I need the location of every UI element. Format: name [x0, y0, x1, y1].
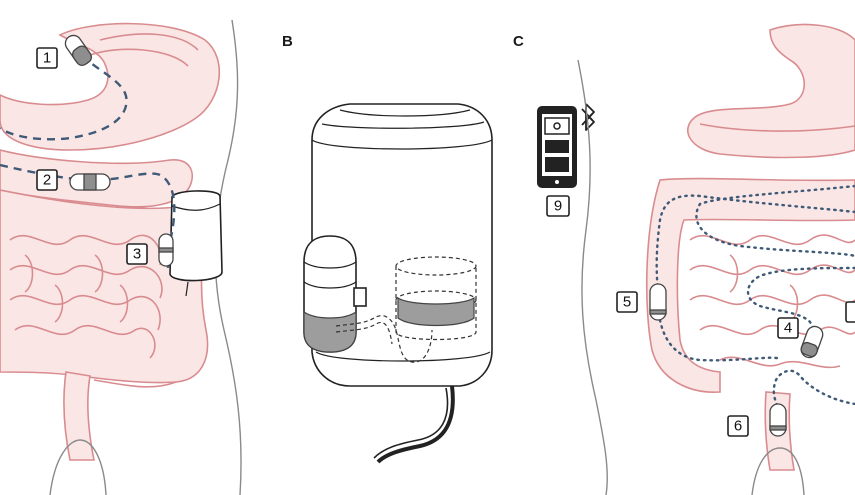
external-device-a	[169, 190, 223, 297]
capsule-1	[64, 34, 93, 66]
capsule-path-c-6	[658, 318, 855, 410]
panel-c: C 9	[513, 23, 855, 495]
reservoir	[395, 256, 477, 341]
svg-text:1: 1	[43, 50, 51, 67]
svg-text:4: 4	[784, 320, 792, 337]
rectum-a	[63, 371, 95, 461]
smartphone-icon	[537, 106, 577, 188]
small-intestine-a	[9, 234, 163, 359]
torso-outline-c	[577, 59, 608, 495]
exit-tube	[376, 385, 455, 464]
panel-letter-b: B	[282, 33, 293, 50]
label-3: 3	[126, 243, 148, 265]
label-2: 2	[36, 169, 58, 191]
svg-text:3: 3	[133, 246, 141, 263]
label-1: 1	[36, 47, 58, 69]
colon-c	[645, 177, 855, 393]
panel-letter-c: C	[513, 33, 524, 50]
svg-text:9: 9	[554, 198, 562, 215]
stomach-a	[0, 22, 221, 151]
bluetooth-icon	[581, 103, 595, 131]
panel-a: 1 2 3	[0, 19, 242, 495]
label-9: 9	[546, 195, 570, 217]
capsule-4	[800, 325, 824, 359]
svg-text:6: 6	[734, 418, 742, 435]
canister-lid	[311, 139, 493, 150]
capsule-path-c-4	[695, 184, 855, 354]
svg-text:5: 5	[623, 294, 631, 311]
capsule-3	[158, 233, 174, 267]
label-6: 6	[727, 415, 749, 437]
label-5: 5	[616, 291, 638, 313]
label-partial-right	[845, 301, 855, 323]
stomach-c	[687, 23, 855, 159]
capsule-5	[649, 283, 667, 321]
capsule-holder	[303, 235, 367, 353]
inner-tubing	[335, 315, 433, 363]
label-4: 4	[777, 317, 799, 339]
svg-text:2: 2	[43, 172, 51, 189]
capsule-path-c-5	[655, 194, 855, 294]
small-intestine-c	[689, 234, 855, 369]
capsule-6	[769, 403, 787, 437]
capsule-2	[69, 173, 111, 191]
panel-b: B	[282, 33, 493, 464]
